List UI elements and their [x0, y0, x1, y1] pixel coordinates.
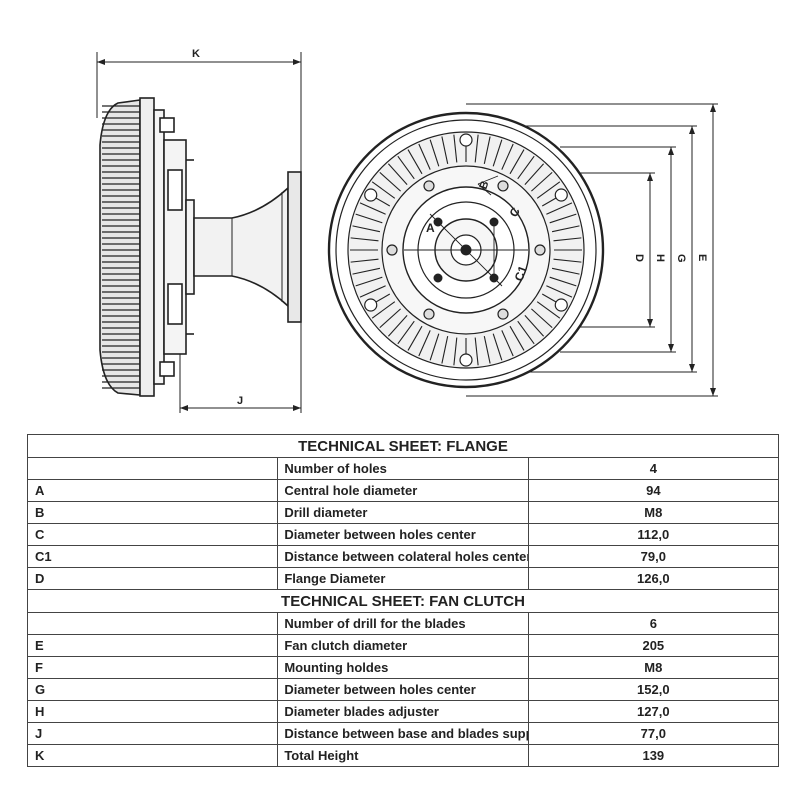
row-label: Number of holes	[277, 457, 529, 480]
row-key: C1	[26, 545, 279, 568]
row-key: G	[26, 678, 279, 701]
row-key: J	[26, 722, 279, 745]
row-value: 77,0	[527, 722, 780, 745]
row-value: M8	[527, 501, 780, 524]
label-k: K	[192, 48, 200, 60]
row-value: 126,0	[527, 567, 780, 590]
label-g: G	[675, 254, 687, 263]
section-header-row: TECHNICAL SHEET: FLANGE	[27, 434, 779, 458]
section-header-row: TECHNICAL SHEET: FAN CLUTCH	[27, 589, 779, 613]
row-label: Diameter between holes center	[277, 523, 529, 546]
label-e: E	[696, 254, 708, 261]
row-label: Diameter blades adjuster	[277, 700, 529, 723]
row-key: E	[26, 634, 279, 657]
row-label: Central hole diameter	[277, 479, 529, 502]
row-value: 6	[527, 612, 780, 635]
row-value: 4	[527, 457, 780, 480]
row-value: 94	[527, 479, 780, 502]
flange-section-title: TECHNICAL SHEET: FLANGE	[27, 434, 779, 458]
row-label: Number of drill for the blades	[277, 612, 529, 635]
row-value: 152,0	[527, 678, 780, 701]
row-value: 127,0	[527, 700, 780, 723]
row-label: Fan clutch diameter	[277, 634, 529, 657]
row-value: 112,0	[527, 523, 780, 546]
row-key: C	[26, 523, 279, 546]
row-key: A	[26, 479, 279, 502]
label-d: D	[633, 254, 645, 262]
side-view	[96, 52, 302, 413]
row-key: B	[26, 501, 279, 524]
label-b: B	[478, 179, 492, 191]
row-label: Distance between colateral holes center	[277, 545, 529, 568]
row-label: Diameter between holes center	[277, 678, 529, 701]
label-c1: C1	[512, 264, 531, 284]
row-label: Flange Diameter	[277, 567, 529, 590]
label-a: A	[426, 221, 435, 235]
label-h: H	[654, 254, 666, 262]
row-label: Mounting holdes	[277, 656, 529, 679]
row-value: M8	[527, 656, 780, 679]
fan-clutch-section-title: TECHNICAL SHEET: FAN CLUTCH	[27, 589, 779, 613]
front-view	[327, 103, 718, 397]
row-label: Drill diameter	[277, 501, 529, 524]
row-label: Distance between base and blades support	[277, 722, 529, 745]
row-value: 205	[527, 634, 780, 657]
row-key	[26, 457, 279, 480]
row-key: H	[26, 700, 279, 723]
row-value: 79,0	[527, 545, 780, 568]
row-key: D	[26, 567, 279, 590]
row-value: 139	[527, 744, 780, 767]
technical-drawing: K J A B C C1 D H G E	[96, 48, 718, 413]
row-key: K	[26, 744, 279, 767]
label-j: J	[237, 395, 243, 407]
row-label: Total Height	[277, 744, 529, 767]
row-key: F	[26, 656, 279, 679]
row-key	[26, 612, 279, 635]
